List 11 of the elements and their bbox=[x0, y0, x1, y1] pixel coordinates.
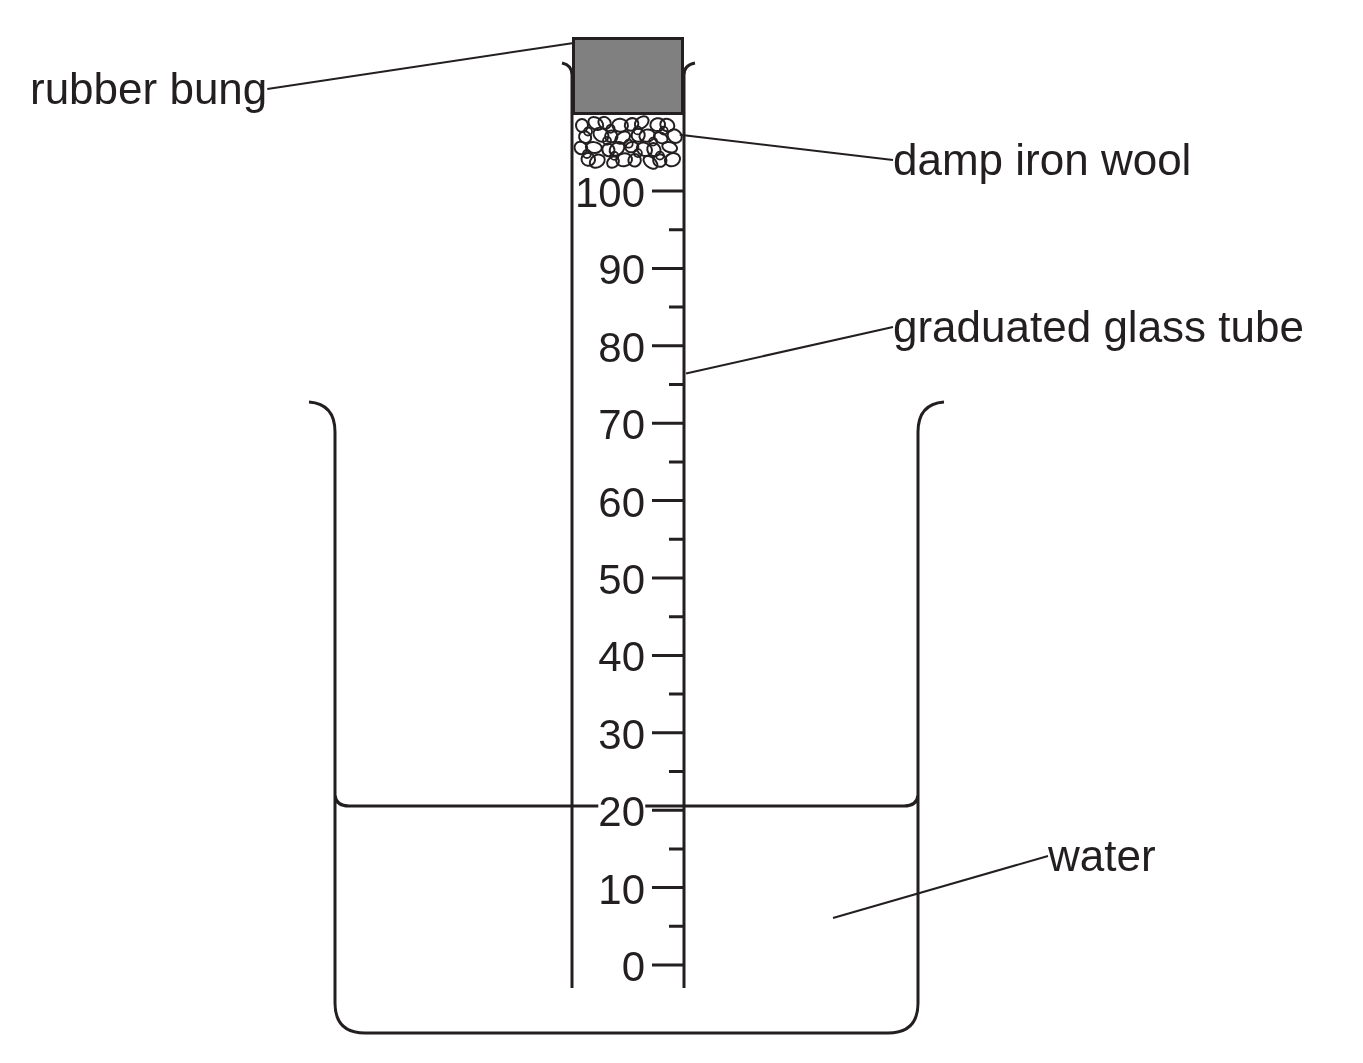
iron-wool-drawing bbox=[573, 115, 683, 170]
part-label: water bbox=[1048, 834, 1156, 878]
part-label: rubber bung bbox=[30, 67, 268, 111]
leader-line bbox=[685, 326, 894, 375]
rubber-bung bbox=[572, 37, 684, 115]
part-label: graduated glass tube bbox=[893, 305, 1304, 349]
leader-line bbox=[832, 855, 1049, 919]
leader-line bbox=[266, 42, 573, 90]
glass-tube bbox=[560, 60, 697, 990]
part-label: damp iron wool bbox=[893, 138, 1192, 182]
leader-line bbox=[678, 133, 894, 161]
